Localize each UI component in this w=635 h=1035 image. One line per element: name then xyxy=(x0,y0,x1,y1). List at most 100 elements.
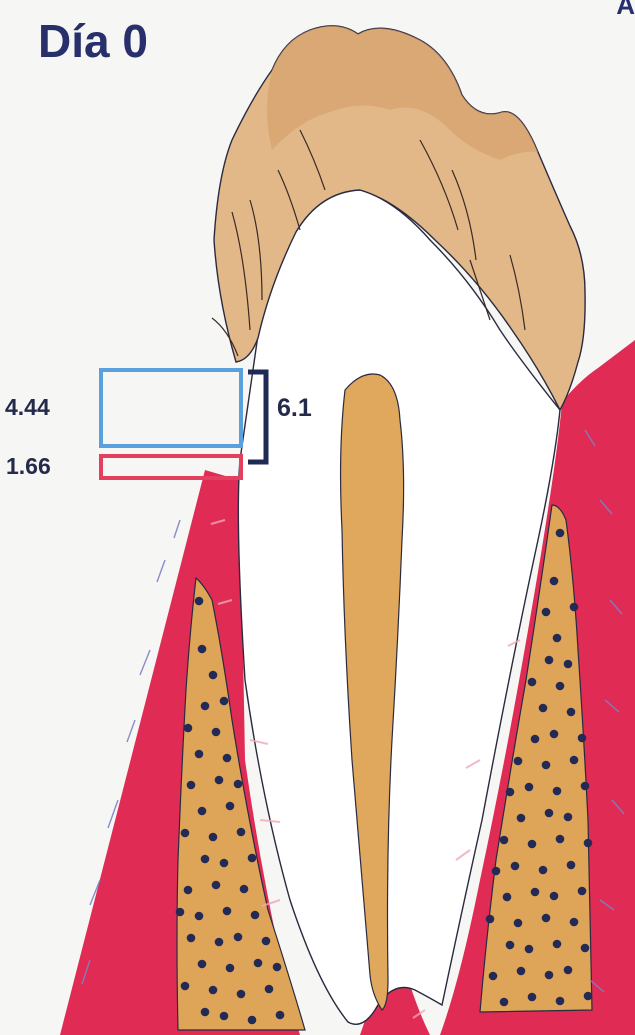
bone-dot xyxy=(489,972,498,981)
bone-dot xyxy=(223,754,232,763)
bone-dot xyxy=(226,802,235,811)
bone-dot xyxy=(184,724,193,733)
bone-dot xyxy=(506,788,515,797)
bone-dot xyxy=(567,861,576,870)
bone-dot xyxy=(220,859,229,868)
bone-dot xyxy=(539,704,548,713)
bone-dot xyxy=(234,780,243,789)
bone-dot xyxy=(517,967,526,976)
bone-dot xyxy=(195,750,204,759)
bone-dot xyxy=(584,992,593,1001)
bone-dot xyxy=(581,782,590,791)
bone-dot xyxy=(265,985,274,994)
page-title: Día 0 xyxy=(38,18,148,64)
bone-dot xyxy=(223,907,232,916)
bone-dot xyxy=(209,671,218,680)
bone-dot xyxy=(181,982,190,991)
bone-dot xyxy=(542,761,551,770)
bone-dot xyxy=(220,697,229,706)
bone-dot xyxy=(201,702,210,711)
bone-dot xyxy=(545,656,554,665)
bone-dot xyxy=(226,964,235,973)
bone-dot xyxy=(198,807,207,816)
bone-dot xyxy=(514,919,523,928)
bone-dot xyxy=(262,937,271,946)
measurement-total-label: 6.1 xyxy=(277,394,312,423)
bone-dot xyxy=(570,918,579,927)
bone-dot xyxy=(215,938,224,947)
bone-dot xyxy=(525,783,534,792)
bone-dot xyxy=(209,833,218,842)
bone-dot xyxy=(567,708,576,717)
bone-dot xyxy=(528,840,537,849)
bone-dot xyxy=(531,888,540,897)
bone-dot xyxy=(545,971,554,980)
measurement-upper-label: 4.44 xyxy=(5,394,50,421)
bone-dot xyxy=(240,885,249,894)
bone-dot xyxy=(220,1012,229,1021)
bone-dot xyxy=(195,912,204,921)
bone-dot xyxy=(184,886,193,895)
bone-dot xyxy=(539,866,548,875)
bone-dot xyxy=(215,776,224,785)
bone-dot xyxy=(201,855,210,864)
bone-dot xyxy=(234,933,243,942)
bone-dot xyxy=(248,1016,257,1025)
bone-dot xyxy=(212,881,221,890)
bone-dot xyxy=(503,893,512,902)
bone-dot xyxy=(550,892,559,901)
bone-dot xyxy=(528,993,537,1002)
bone-dot xyxy=(237,828,246,837)
bone-dot xyxy=(500,836,509,845)
bone-dot xyxy=(581,944,590,953)
bone-dot xyxy=(212,728,221,737)
bone-dot xyxy=(531,735,540,744)
bone-dot xyxy=(492,867,501,876)
measurement-lower-label: 1.66 xyxy=(6,453,51,480)
bone-dot xyxy=(553,634,562,643)
bone-dot xyxy=(570,603,579,612)
bone-dot xyxy=(545,809,554,818)
bone-dot xyxy=(254,959,263,968)
bone-dot xyxy=(209,986,218,995)
bone-dot xyxy=(570,756,579,765)
bone-dot xyxy=(181,829,190,838)
bone-dot xyxy=(556,997,565,1006)
bone-dot xyxy=(564,813,573,822)
corner-text-fragment: A xyxy=(616,0,635,18)
bone-dot xyxy=(553,787,562,796)
bone-dot xyxy=(584,839,593,848)
bone-dot xyxy=(248,854,257,863)
bone-dot xyxy=(542,608,551,617)
bone-dot xyxy=(528,678,537,687)
bone-dot xyxy=(201,1008,210,1017)
bone-dot xyxy=(198,645,207,654)
bone-dot xyxy=(198,960,207,969)
bone-dot xyxy=(556,835,565,844)
bone-dot xyxy=(195,597,204,606)
bone-dot xyxy=(176,908,185,917)
bone-dot xyxy=(550,577,559,586)
bone-dot xyxy=(553,940,562,949)
bone-dot xyxy=(500,998,509,1007)
bone-dot xyxy=(506,941,515,950)
bone-dot xyxy=(550,730,559,739)
bone-dot xyxy=(556,682,565,691)
bone-dot xyxy=(542,914,551,923)
bone-dot xyxy=(556,529,565,538)
bone-dot xyxy=(237,990,246,999)
bone-dot xyxy=(511,862,520,871)
bone-dot xyxy=(273,963,282,972)
bone-dot xyxy=(564,660,573,669)
bone-dot xyxy=(514,757,523,766)
bone-dot xyxy=(187,934,196,943)
bone-dot xyxy=(486,915,495,924)
bone-dot xyxy=(578,887,587,896)
bone-dot xyxy=(564,966,573,975)
bone-dot xyxy=(525,945,534,954)
bone-dot xyxy=(517,814,526,823)
bone-dot xyxy=(187,781,196,790)
bone-dot xyxy=(251,911,260,920)
bone-dot xyxy=(276,1011,285,1020)
